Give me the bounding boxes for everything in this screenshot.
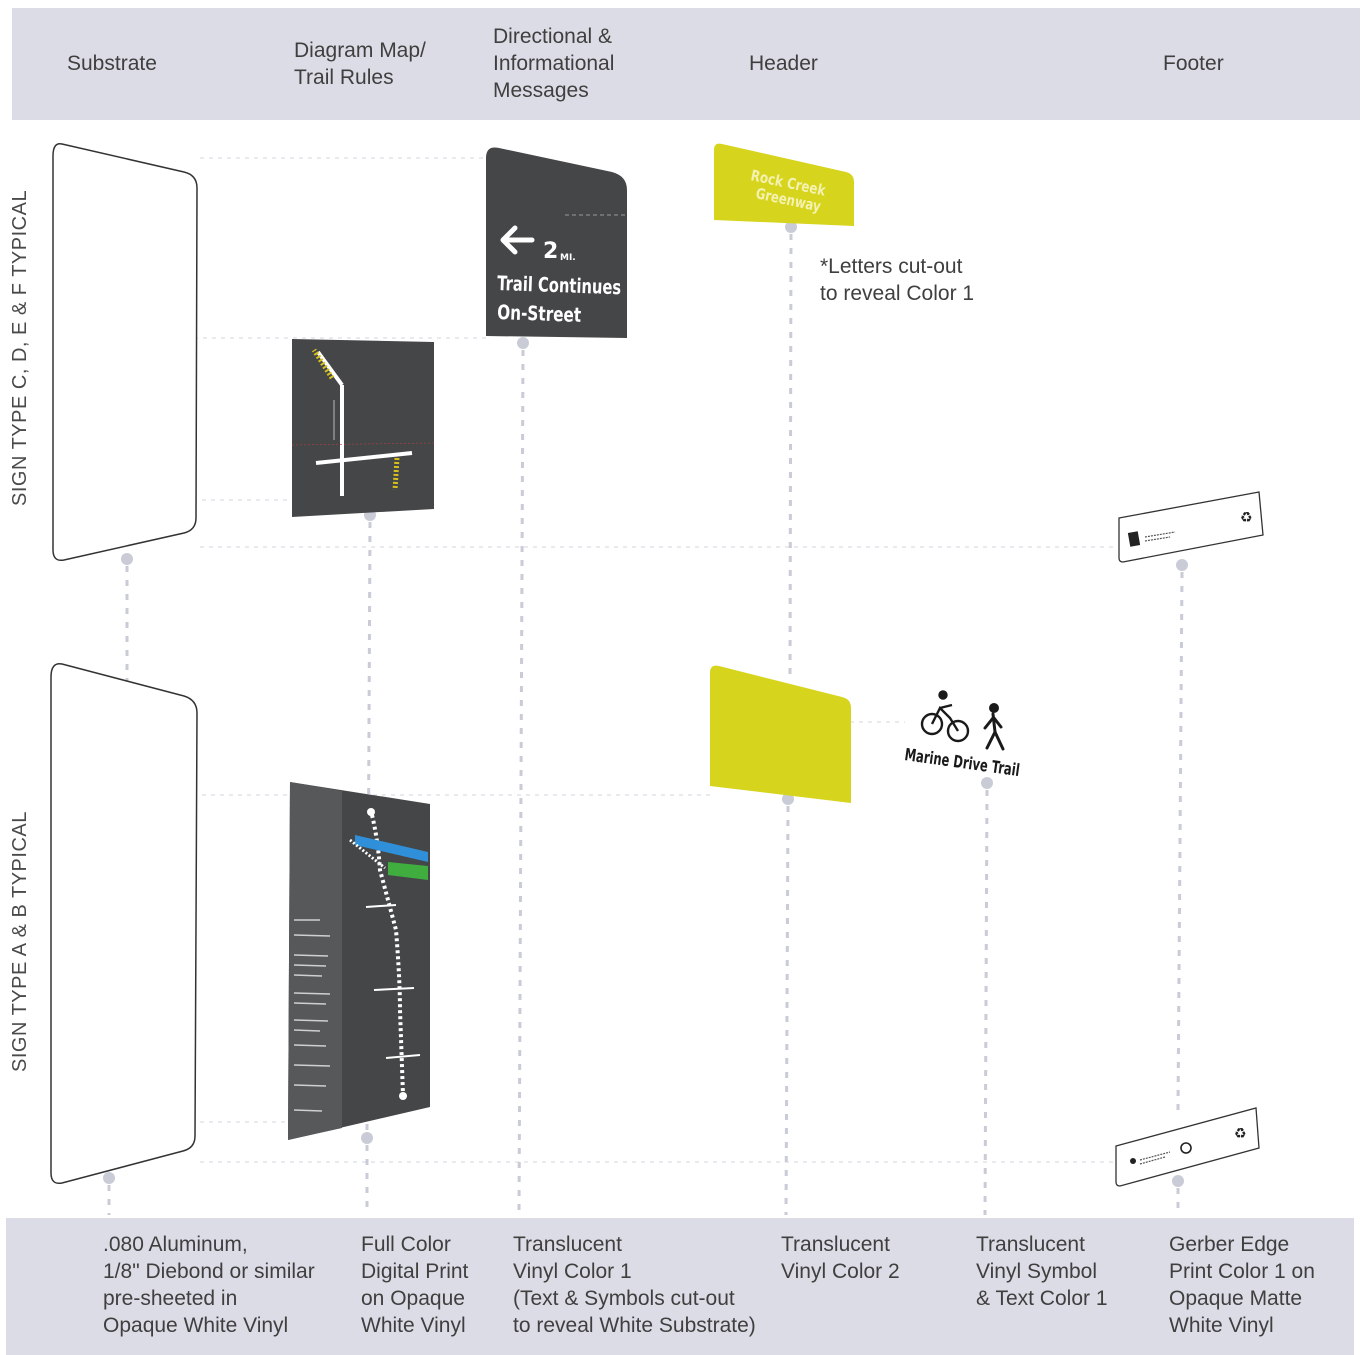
bicycle-icon: [920, 690, 970, 743]
header-top: Rock Creek Greenway: [714, 143, 854, 226]
footer-strip-bottom: ♻: [1115, 1107, 1260, 1187]
diagram-map-top: [291, 339, 435, 517]
header-header: Header: [749, 52, 818, 75]
distance-unit: MI.: [560, 253, 576, 263]
caption-band: [6, 1218, 1354, 1355]
caption-footer: Gerber Edge Print Color 1 on Opaque Matt…: [1169, 1233, 1315, 1337]
caption-header: Translucent Vinyl Color 2: [781, 1233, 900, 1283]
diagram-map-bottom: [288, 782, 430, 1140]
header-substrate: Substrate: [67, 52, 157, 75]
caption-substrate: .080 Aluminum, 1/8" Diebond or similar p…: [103, 1233, 315, 1337]
header-bottom: [710, 665, 851, 803]
header-directional: Directional & Informational Messages: [493, 25, 615, 102]
distance-number: 2: [543, 239, 558, 264]
header-footer: Footer: [1163, 52, 1224, 75]
left-arrow-icon: [500, 225, 535, 255]
substrate-panel-bottom: [50, 663, 198, 1185]
substrate-panel-top: [52, 143, 198, 562]
trail-name: Marine Drive Trail: [903, 745, 1021, 781]
pedestrian-icon: [983, 703, 1005, 751]
message-line-2: On-Street: [497, 300, 582, 327]
cutout-note: *Letters cut-out to reveal Color 1: [820, 255, 975, 305]
footer-strip-top: ♻: [1118, 491, 1264, 563]
directional-panel: 2 MI. Trail Continues On-Street: [486, 147, 627, 338]
recycle-icon-bottom: ♻: [1234, 1126, 1247, 1142]
caption-diagram-map: Full Color Digital Print on Opaque White…: [361, 1233, 469, 1337]
recycle-icon: ♻: [1240, 510, 1253, 526]
caption-symbol: Translucent Vinyl Symbol & Text Color 1: [976, 1233, 1108, 1310]
message-line-1: Trail Continues: [497, 271, 622, 299]
leader-dots: [103, 221, 1188, 1187]
leader-lines: [107, 233, 1184, 1216]
caption-directional: Translucent Vinyl Color 1 (Text & Symbol…: [513, 1233, 756, 1337]
header-band: [12, 8, 1360, 120]
header-diagram-map: Diagram Map/ Trail Rules: [294, 39, 426, 89]
